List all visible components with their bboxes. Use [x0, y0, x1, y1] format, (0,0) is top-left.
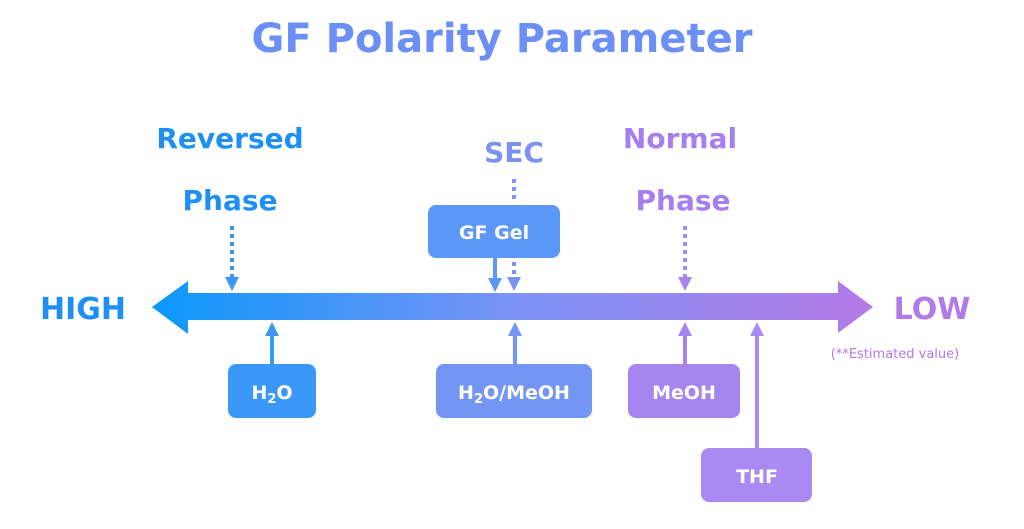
gf-gel-label: GF Gel	[459, 222, 529, 244]
h2o-meoh-arrow	[508, 322, 522, 364]
reversed-phase-dotted-arrow	[225, 226, 239, 291]
h2o-o: O	[276, 382, 292, 404]
meoh-box: MeOH	[628, 364, 740, 418]
sec-dotted-arrow	[507, 179, 521, 291]
reversed-phase-label-line2: Phase	[182, 184, 277, 217]
h2o-meoh-subscript: 2	[474, 392, 483, 407]
svg-text:H2O: H2O	[251, 382, 292, 407]
h2o-subscript: 2	[267, 392, 276, 407]
normal-phase-dotted-arrow	[678, 226, 692, 291]
h2o-meoh-rest: O/MeOH	[483, 382, 570, 404]
thf-label: THF	[736, 466, 778, 488]
estimated-note: (**Estimated value)	[831, 347, 959, 362]
reversed-phase-label-line1: Reversed	[156, 122, 303, 155]
h2o-h: H	[251, 382, 267, 404]
sec-label: SEC	[484, 136, 544, 169]
high-label: HIGH	[40, 292, 126, 327]
h2o-meoh-box: H2O/MeOH	[436, 364, 592, 418]
thf-box: THF	[701, 448, 812, 502]
low-label: LOW	[894, 292, 971, 327]
polarity-axis-arrow	[152, 281, 873, 334]
gf-gel-box: GF Gel	[428, 205, 560, 258]
diagram-title: GF Polarity Parameter	[252, 16, 753, 62]
thf-arrow	[750, 322, 764, 448]
normal-phase-label-line2: Phase	[635, 184, 730, 217]
h2o-box: H2O	[228, 364, 316, 418]
meoh-arrow	[678, 322, 692, 364]
h2o-arrow	[265, 322, 279, 364]
meoh-label: MeOH	[652, 382, 716, 404]
svg-text:H2O/MeOH: H2O/MeOH	[458, 382, 570, 407]
gf-gel-arrow	[488, 258, 502, 292]
normal-phase-label-line1: Normal	[623, 122, 737, 155]
h2o-meoh-h: H	[458, 382, 474, 404]
